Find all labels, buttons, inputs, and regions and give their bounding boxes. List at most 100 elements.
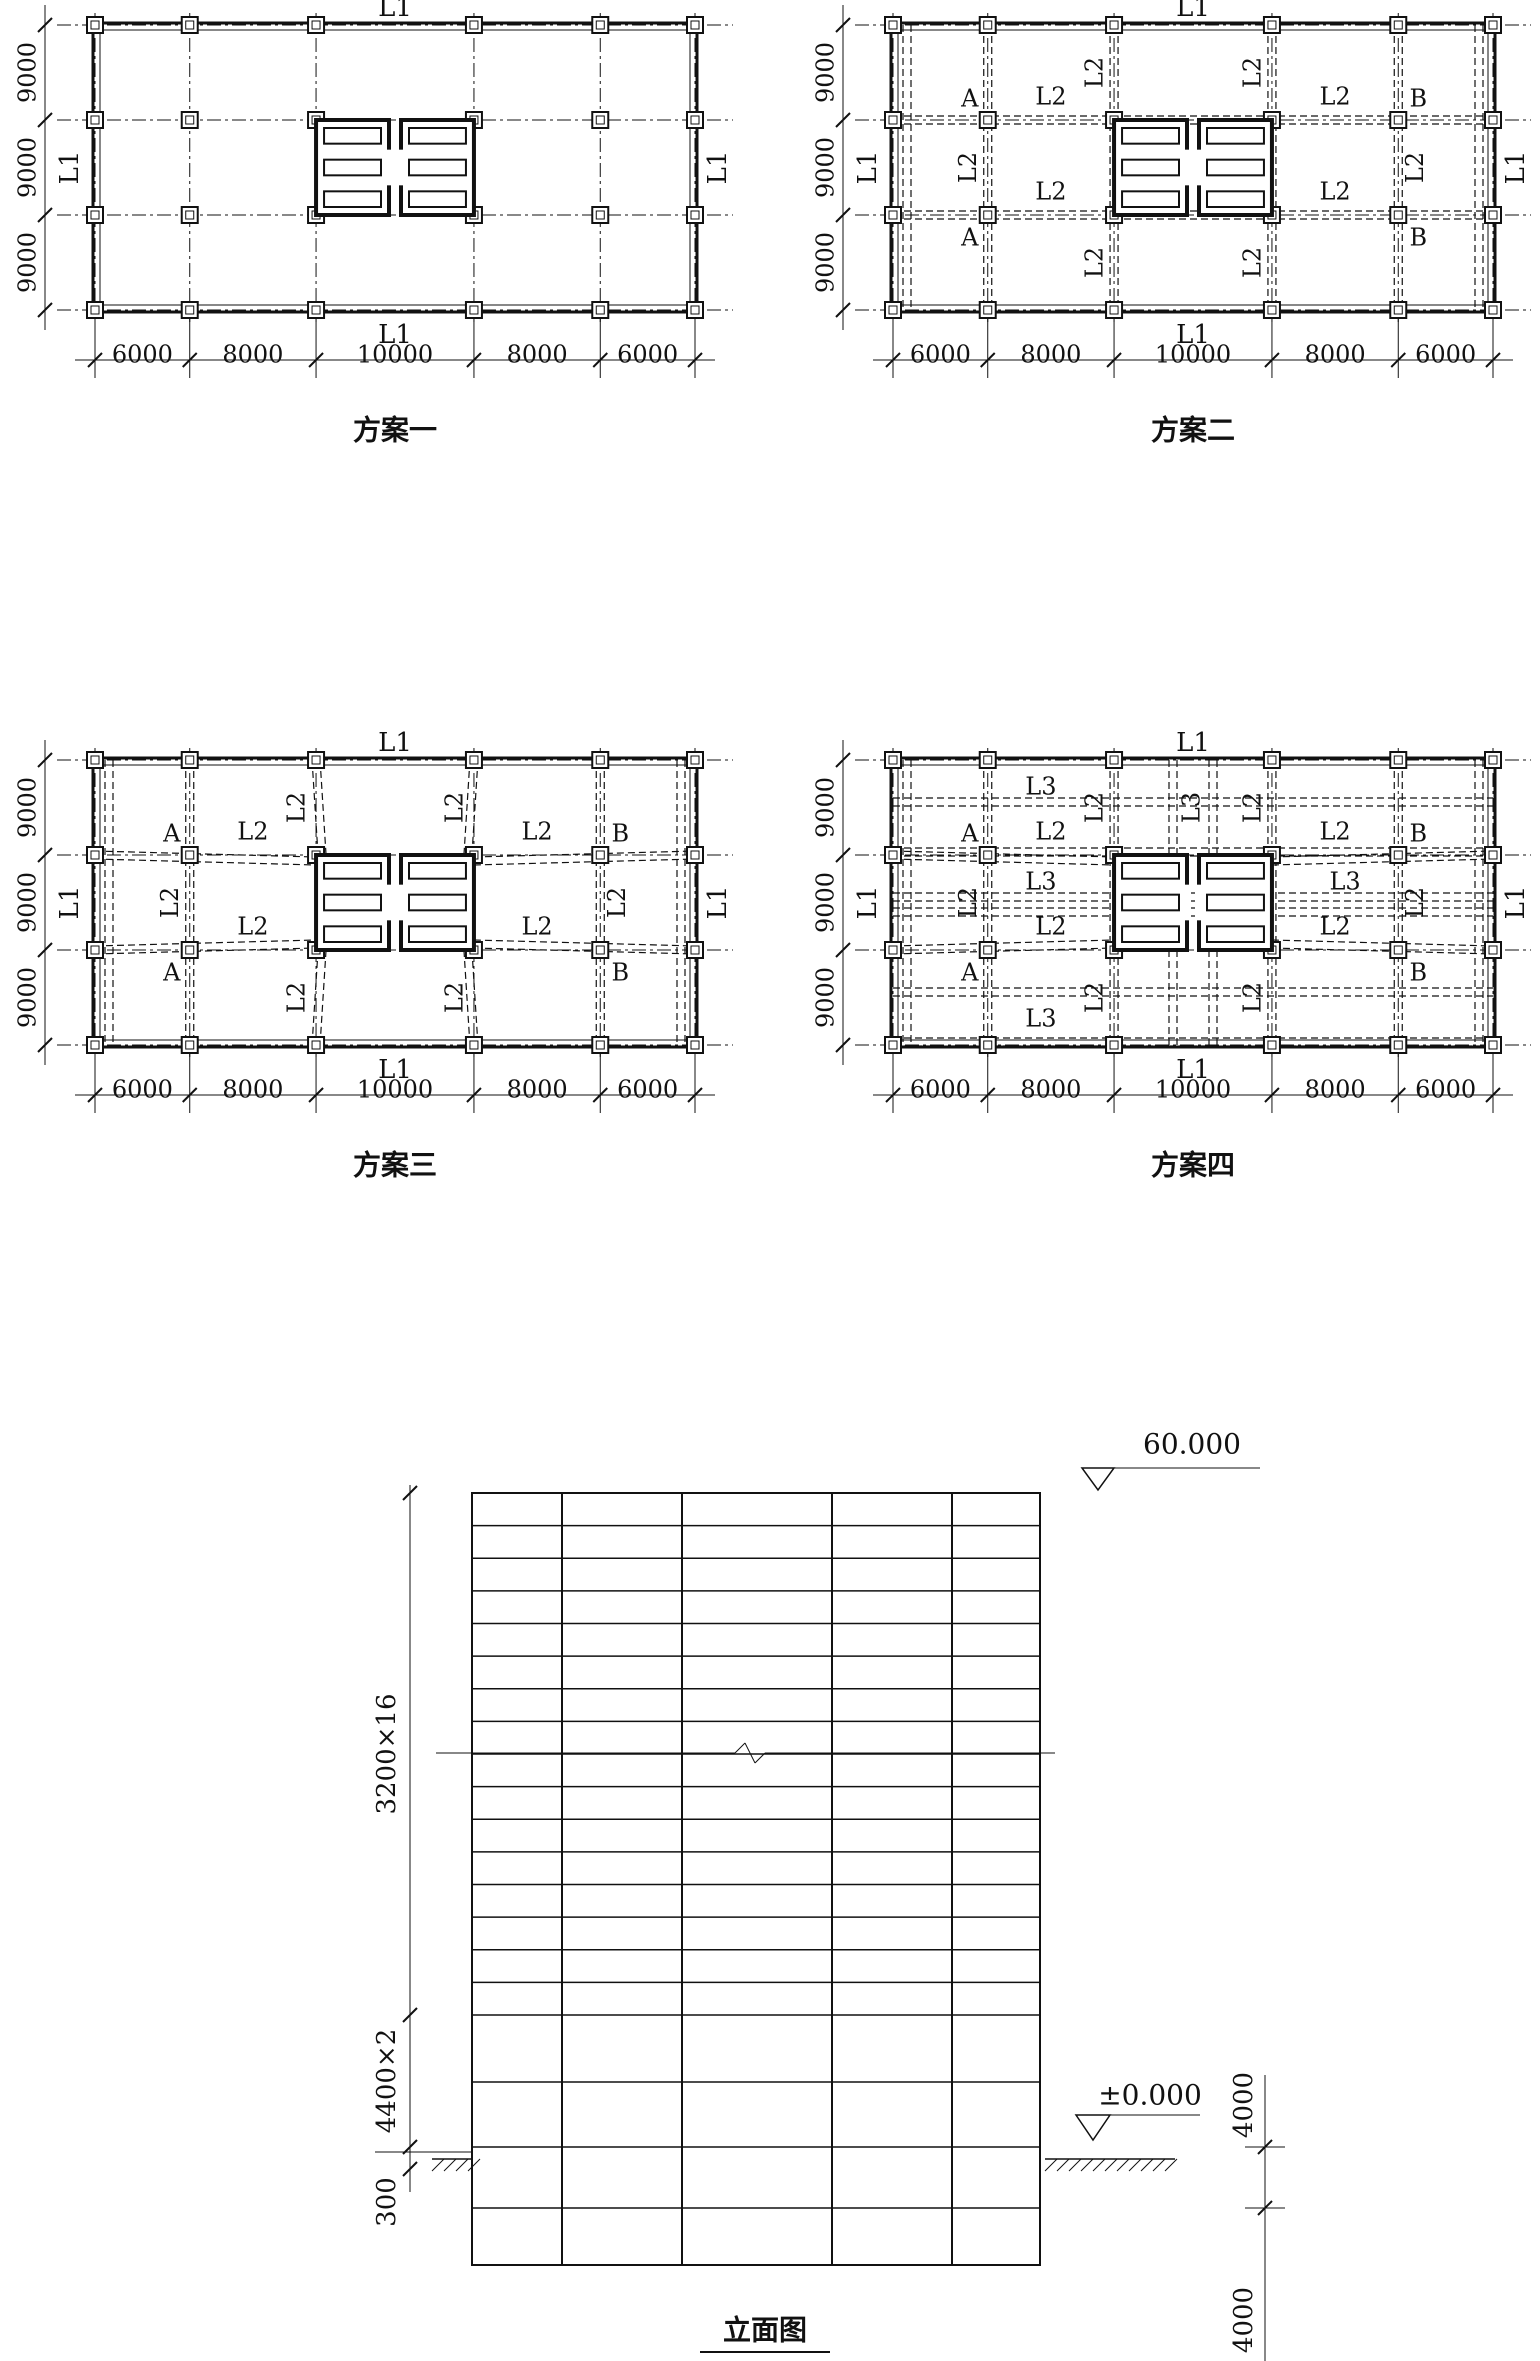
beam-label: L2 (1035, 818, 1066, 846)
beam-label: A (960, 820, 979, 848)
dimension-tick (835, 207, 851, 223)
column-inner (1488, 755, 1498, 765)
span-dimension: 9000 (14, 777, 42, 838)
ground-hatch (1152, 2158, 1166, 2172)
edge-beam-L1-inner (897, 29, 1489, 306)
column (1105, 751, 1124, 769)
column-inner (185, 305, 195, 315)
column (464, 301, 483, 319)
dimension-tick (37, 847, 53, 863)
column (1484, 846, 1502, 864)
beam-label: A (162, 820, 181, 848)
column-inner (1109, 1040, 1119, 1050)
dimension-tick (687, 352, 703, 368)
core-cell (1206, 158, 1265, 177)
beam-L2 (94, 947, 317, 955)
column (307, 301, 326, 319)
beam-label: L2 (1238, 982, 1266, 1013)
column-inner (888, 20, 898, 30)
core-opening (1195, 149, 1203, 186)
edge-beam-L1-dashed (897, 764, 1489, 1041)
column-inner (90, 115, 100, 125)
column (1484, 751, 1502, 769)
core-cell (1206, 893, 1265, 912)
core-tube (314, 853, 393, 952)
column-inner (1267, 20, 1277, 30)
core-cell (408, 190, 467, 208)
dimension-tick (885, 352, 901, 368)
column (1389, 301, 1408, 319)
column-inner (311, 755, 321, 765)
column (86, 1036, 104, 1054)
column (464, 16, 483, 34)
column (686, 16, 704, 34)
core-opening (397, 149, 405, 186)
column-inner (1267, 755, 1277, 765)
beam-label: A (960, 85, 979, 113)
dimension-base: 4000 (1229, 2287, 1259, 2353)
column (686, 846, 704, 864)
column-inner (1109, 20, 1119, 30)
core-cell (1206, 190, 1265, 208)
column-inner (90, 1040, 100, 1050)
ground-hatch (1140, 2158, 1154, 2172)
column (1484, 111, 1502, 129)
beam-label-L1: L1 (1176, 728, 1210, 758)
column (180, 846, 199, 864)
column (591, 941, 610, 959)
beam-L2 (1271, 850, 1494, 858)
beam-L2 (892, 850, 1115, 858)
core-cell (1121, 925, 1180, 943)
column-inner (1393, 1040, 1403, 1050)
dimension-tick (592, 352, 608, 368)
core-cell (323, 158, 383, 177)
column-inner (469, 305, 479, 315)
core-wall (399, 853, 476, 952)
span-dimension: 8000 (1305, 341, 1366, 369)
beam-label-L1: L1 (853, 151, 883, 185)
column (884, 751, 902, 769)
span-dimension: 9000 (14, 967, 42, 1028)
dimension-tick (1390, 1087, 1406, 1103)
column-inner (1393, 20, 1403, 30)
column-inner (311, 305, 321, 315)
ground-hatch (467, 2158, 481, 2172)
beam-label: L2 (1319, 913, 1350, 941)
column-inner (983, 850, 993, 860)
span-dimension: 9000 (812, 232, 840, 293)
dimension-tick (1106, 1087, 1122, 1103)
column (1389, 1036, 1408, 1054)
core-opening (397, 884, 405, 921)
beam-label: L2 (1401, 152, 1429, 183)
beam-label-L1: L1 (703, 151, 733, 185)
core-tube (397, 853, 476, 952)
column (1262, 1036, 1281, 1054)
column-inner (1393, 210, 1403, 220)
core-tube (1195, 853, 1274, 952)
column-inner (1488, 305, 1498, 315)
elevation-outline (471, 1492, 1041, 2266)
column-inner (1488, 210, 1498, 220)
core-cell (408, 862, 467, 880)
beam-label: L2 (954, 152, 982, 183)
column (1484, 206, 1502, 224)
dimension-tick (687, 1087, 703, 1103)
core-opening (1195, 884, 1203, 921)
column (978, 301, 997, 319)
column-inner (690, 305, 700, 315)
beam-L2 (311, 949, 319, 1046)
span-dimension: 9000 (14, 137, 42, 198)
beam-L2 (473, 858, 696, 866)
beam-label: L2 (603, 887, 631, 918)
beam-label: A (960, 959, 979, 987)
dimension-tick (835, 302, 851, 318)
dimension-tick (835, 752, 851, 768)
column (86, 301, 104, 319)
span-dimension: 8000 (222, 341, 283, 369)
plan-caption: 方案二 (1151, 414, 1235, 447)
ground-hatch (1164, 2158, 1178, 2172)
column-inner (690, 210, 700, 220)
dimension-tick (308, 1087, 324, 1103)
